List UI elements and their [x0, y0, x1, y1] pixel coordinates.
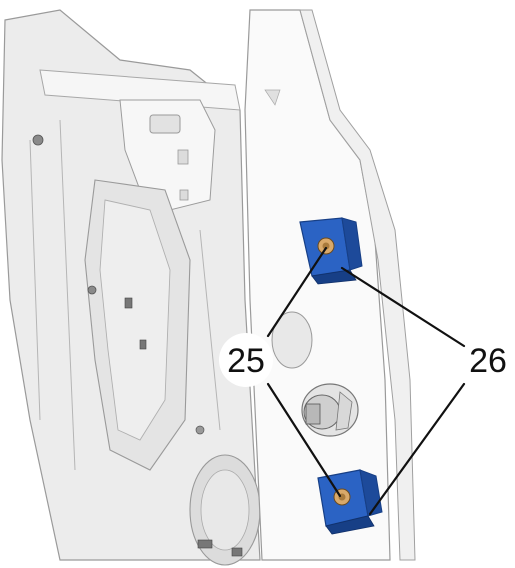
callout-25: 25: [219, 333, 273, 387]
lower-hinge-bracket: [317, 469, 383, 535]
callout-26-label: 26: [469, 342, 507, 380]
callout-26: 26: [469, 342, 507, 380]
leader-26-lower: [368, 382, 466, 516]
leader-25-upper: [266, 246, 328, 338]
leader-26-upper: [340, 266, 466, 348]
leader-25-lower: [266, 382, 342, 498]
callout-25-label: 25: [227, 342, 265, 380]
upper-hinge-bracket: [299, 217, 363, 285]
inner-door-panel: [1, 9, 261, 566]
upper-hinge-bolt-icon: [317, 237, 335, 255]
round-connector-icon: [301, 383, 359, 437]
leader-lines: [266, 246, 466, 516]
